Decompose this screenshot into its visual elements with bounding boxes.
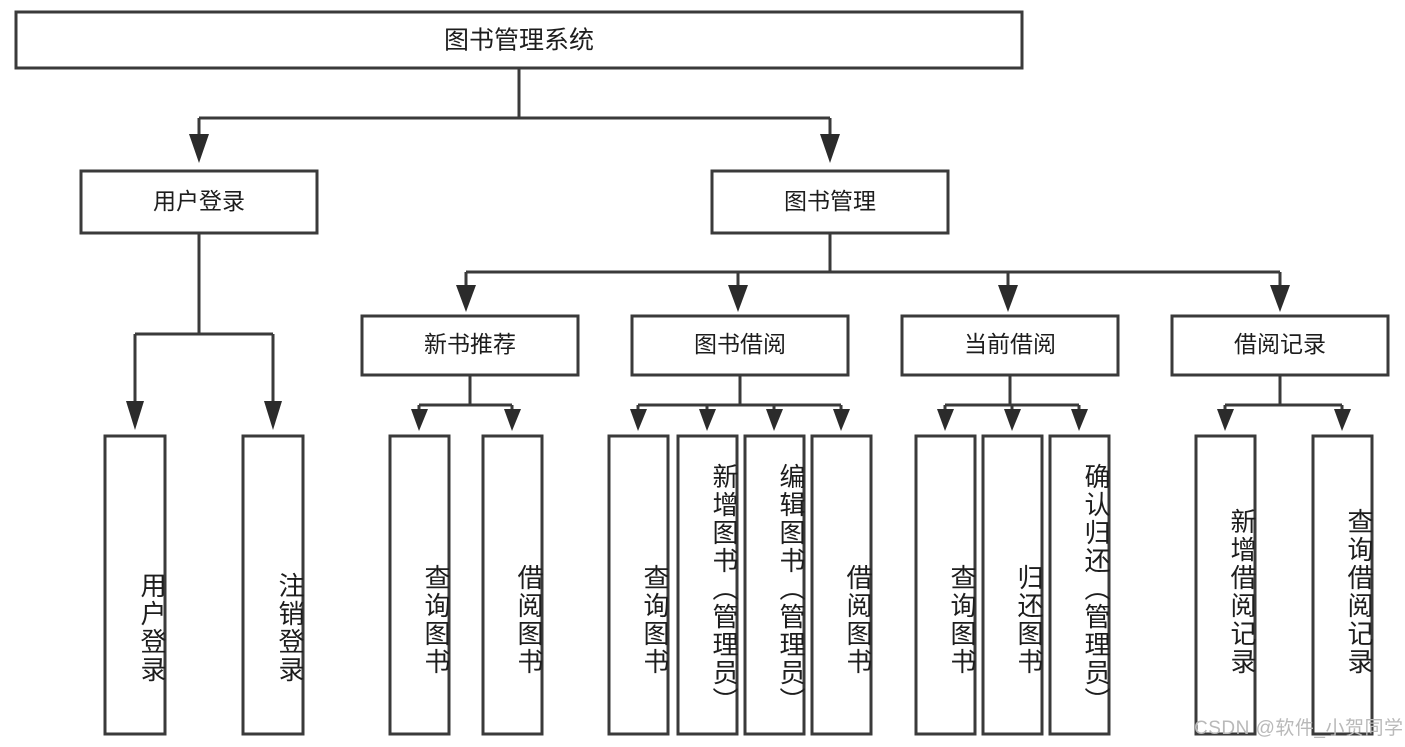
borrow-record-label: 借阅记录 bbox=[1234, 331, 1326, 357]
node-user-login[interactable]: 用户登录 bbox=[79, 169, 319, 235]
leaf-box-logout[interactable] bbox=[241, 434, 305, 736]
user-login-box bbox=[79, 169, 319, 235]
node-new-book-recommend[interactable]: 新书推荐 bbox=[360, 314, 580, 377]
connector-group-borrow-record bbox=[1217, 375, 1351, 431]
arrow-to-leaf-borrow-book-2 bbox=[833, 409, 850, 431]
arrow-root-to-user-login bbox=[189, 134, 209, 163]
leaf-box-query-record[interactable] bbox=[1311, 434, 1374, 736]
leaf-box-query-book-3[interactable] bbox=[914, 434, 977, 736]
arrow-root-to-book-manage bbox=[820, 134, 840, 163]
arrow-to-leaf-confirm-return bbox=[1071, 409, 1088, 431]
borrow-record-box bbox=[1170, 314, 1390, 377]
node-borrow-record[interactable]: 借阅记录 bbox=[1170, 314, 1390, 377]
book-borrow-box bbox=[630, 314, 850, 377]
arrow-to-leaf-query-record bbox=[1334, 409, 1351, 431]
leaf-box-return-book[interactable] bbox=[981, 434, 1044, 736]
leaf-box-confirm-return[interactable] bbox=[1048, 434, 1111, 736]
node-book-manage[interactable]: 图书管理 bbox=[710, 169, 950, 235]
arrow-to-book-borrow bbox=[728, 285, 748, 312]
arrow-to-leaf-return-book bbox=[1004, 409, 1021, 431]
book-manage-box bbox=[710, 169, 950, 235]
leaf-box-query-book-1[interactable] bbox=[388, 434, 451, 736]
arrow-to-leaf-add-record bbox=[1217, 409, 1234, 431]
connector-group-root bbox=[189, 68, 840, 163]
node-book-borrow[interactable]: 图书借阅 bbox=[630, 314, 850, 377]
leaf-box-query-book-2[interactable] bbox=[607, 434, 670, 736]
leaf-box-add-record[interactable] bbox=[1194, 434, 1257, 736]
current-borrow-label: 当前借阅 bbox=[964, 331, 1056, 357]
root-label: 图书管理系统 bbox=[444, 27, 594, 55]
user-login-label: 用户登录 bbox=[153, 188, 245, 214]
connector-group-book-borrow bbox=[630, 375, 850, 431]
arrow-to-leaf-logout bbox=[264, 401, 282, 430]
arrow-to-new-book-recommend bbox=[456, 285, 476, 312]
connector-group-new-book-recommend bbox=[411, 375, 521, 431]
arrow-to-leaf-edit-book bbox=[766, 409, 783, 431]
watermark-text: CSDN @软件_小贺同学 bbox=[1194, 718, 1404, 739]
leaf-box-group bbox=[103, 434, 1374, 736]
connector-group-book-manage bbox=[456, 233, 1290, 312]
new-book-recommend-label: 新书推荐 bbox=[424, 331, 516, 357]
leaf-box-add-book[interactable] bbox=[676, 434, 739, 736]
leaf-box-user-login[interactable] bbox=[103, 434, 167, 736]
book-borrow-label: 图书借阅 bbox=[694, 331, 786, 357]
new-book-recommend-box bbox=[360, 314, 580, 377]
arrow-to-current-borrow bbox=[998, 285, 1018, 312]
leaf-box-borrow-book-2[interactable] bbox=[810, 434, 873, 736]
root-box bbox=[14, 10, 1024, 70]
arrow-to-leaf-query-book-2 bbox=[630, 409, 647, 431]
arrow-to-leaf-user-login bbox=[126, 401, 144, 430]
leaf-box-borrow-book-1[interactable] bbox=[481, 434, 544, 736]
book-manage-label: 图书管理 bbox=[784, 188, 876, 214]
connector-group-current-borrow bbox=[937, 375, 1088, 431]
arrow-to-leaf-query-book-1 bbox=[411, 409, 428, 431]
current-borrow-box bbox=[900, 314, 1120, 377]
node-current-borrow[interactable]: 当前借阅 bbox=[900, 314, 1120, 377]
arrow-to-leaf-borrow-book-1 bbox=[504, 409, 521, 431]
connector-group-user-login bbox=[126, 233, 282, 430]
leaf-box-edit-book[interactable] bbox=[743, 434, 806, 736]
arrow-to-leaf-add-book bbox=[699, 409, 716, 431]
node-root[interactable]: 图书管理系统 bbox=[14, 10, 1024, 70]
arrow-to-leaf-query-book-3 bbox=[937, 409, 954, 431]
arrow-to-borrow-record bbox=[1270, 285, 1290, 312]
